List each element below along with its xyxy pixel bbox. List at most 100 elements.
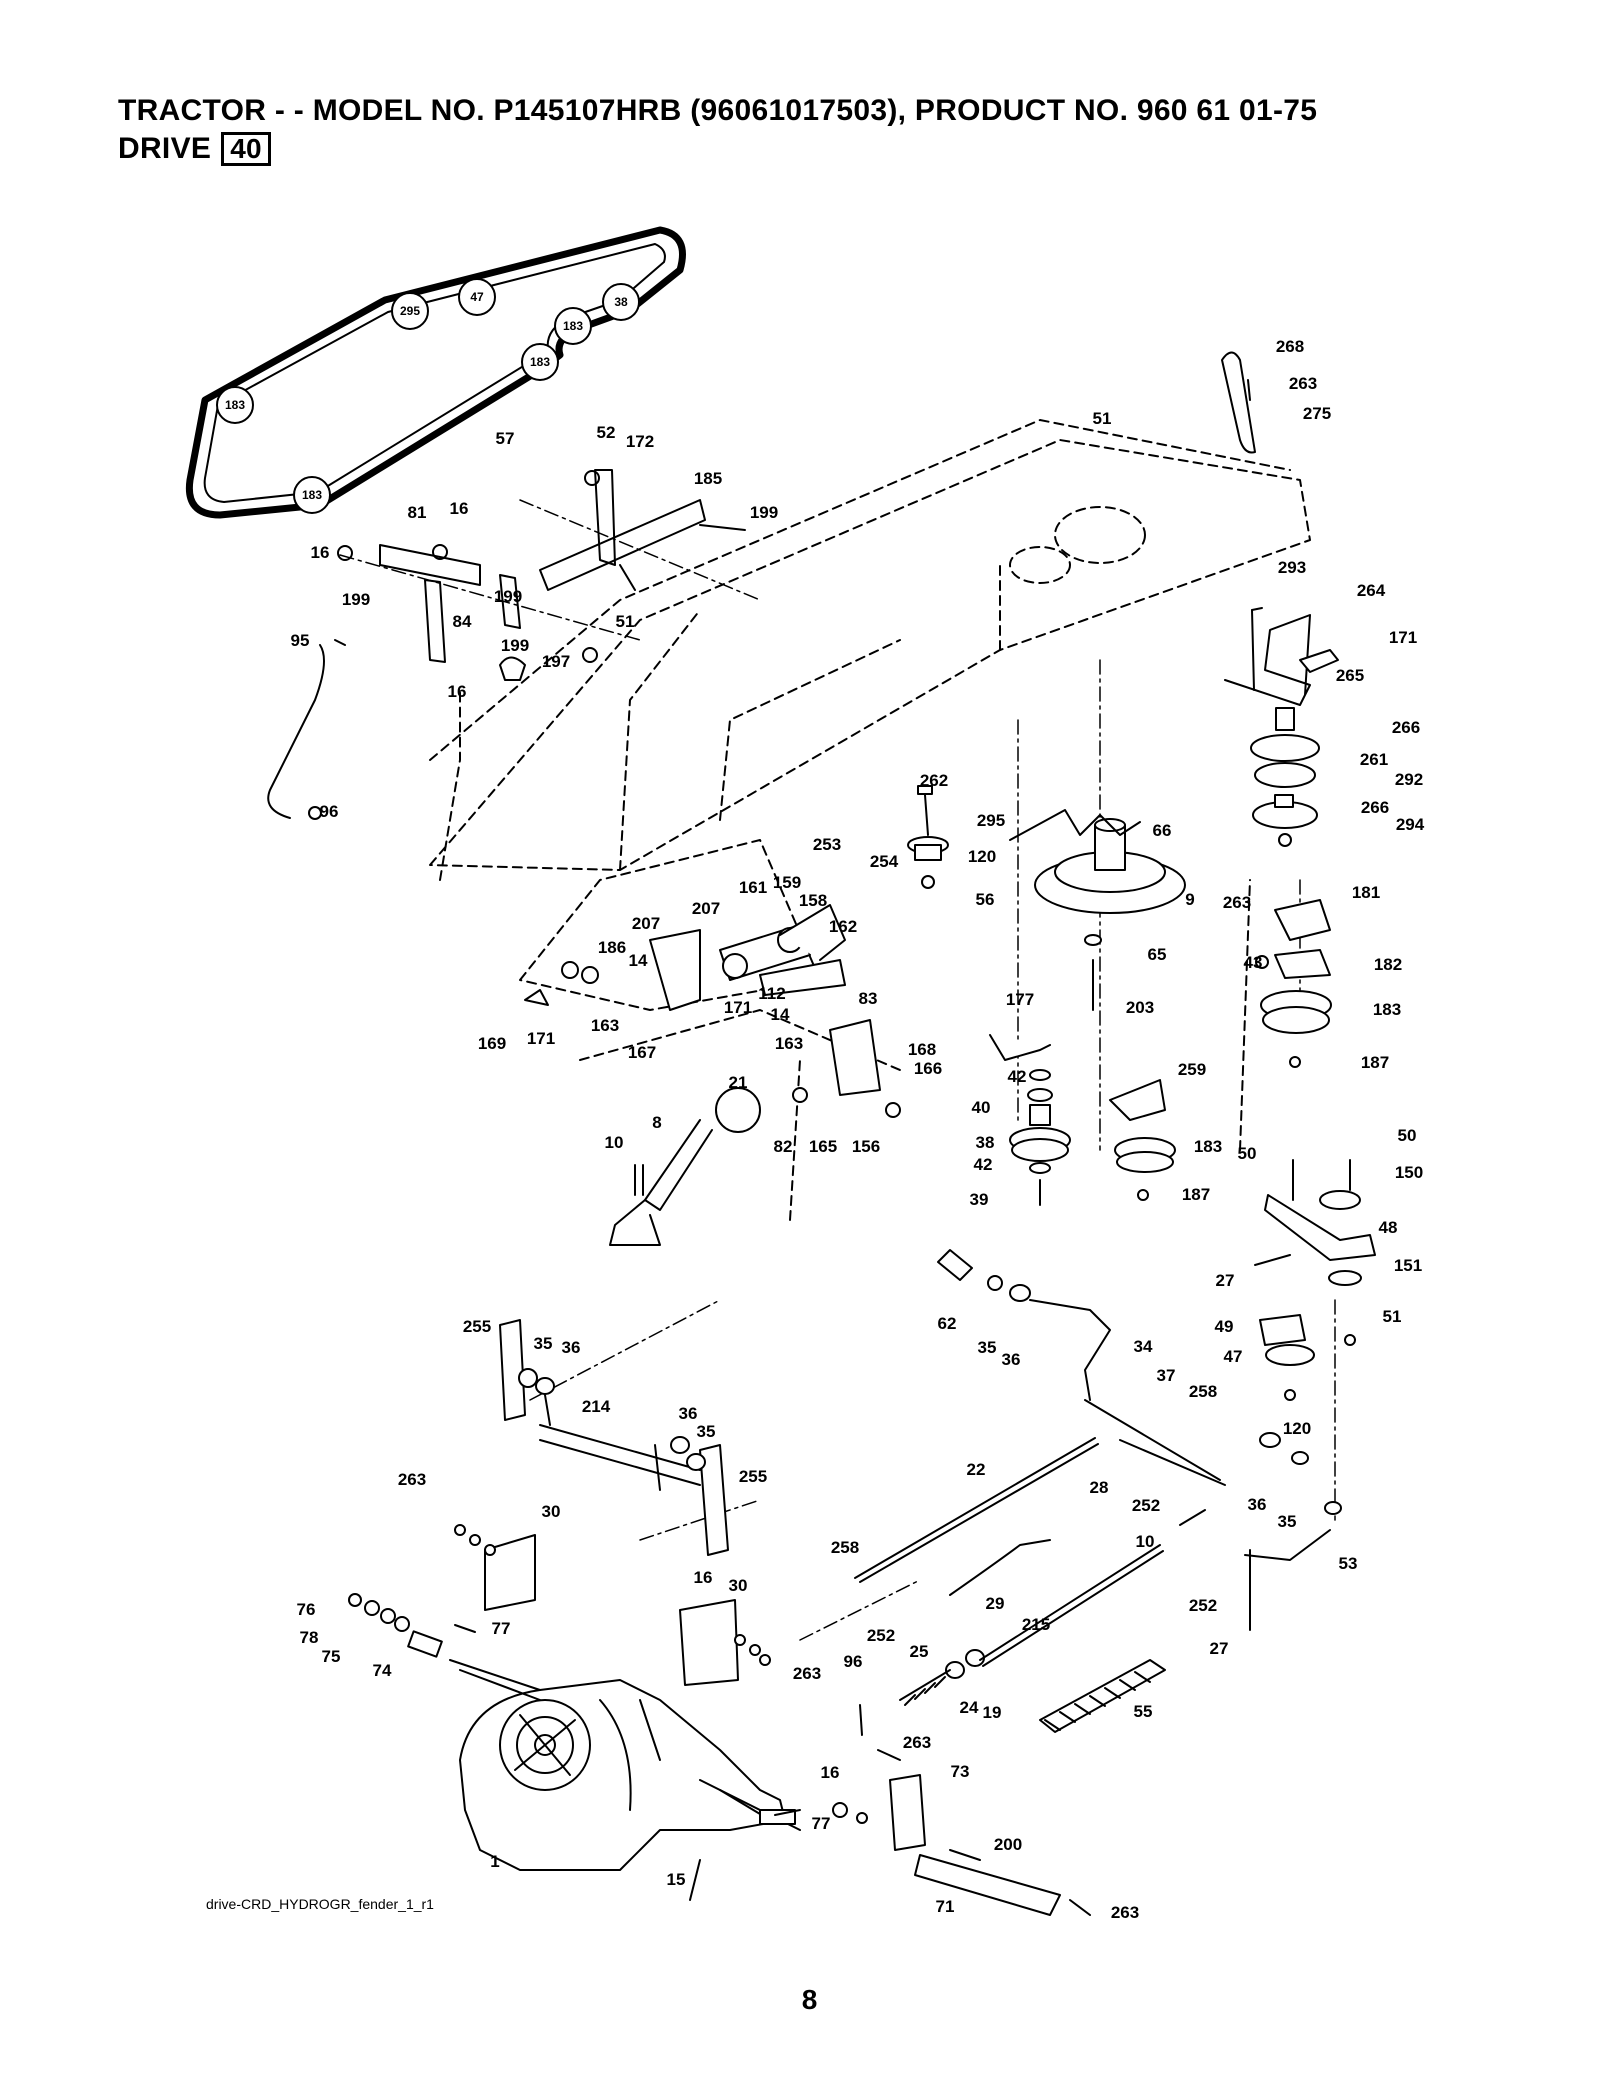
part-callout-263: 263 (1289, 374, 1317, 393)
part-callout-10: 10 (605, 1133, 624, 1152)
part-callout-8: 8 (652, 1113, 661, 1132)
pivot-assembly (524, 904, 901, 1133)
part-callout-96: 96 (844, 1652, 863, 1671)
part-callout-42: 42 (1008, 1067, 1027, 1086)
drawing-reference: drive-CRD_HYDROGR_fender_1_r1 (206, 1896, 434, 1912)
mounting-brackets (454, 1524, 771, 1686)
part-callout-48: 48 (1379, 1218, 1398, 1237)
part-callout-254: 254 (870, 852, 899, 871)
part-callout-163: 163 (591, 1016, 619, 1035)
part-callout-36: 36 (1002, 1350, 1021, 1369)
part-callout-19: 19 (983, 1703, 1002, 1722)
part-callout-47: 47 (1224, 1347, 1243, 1366)
part-callout-183: 183 (1373, 1000, 1401, 1019)
part-callout-295: 295 (977, 811, 1005, 830)
drive-belt (185, 226, 686, 519)
part-callout-66: 66 (1153, 821, 1172, 840)
part-callout-207: 207 (692, 899, 720, 918)
part-callout-161: 161 (739, 878, 767, 897)
part-callout-36: 36 (679, 1404, 698, 1423)
part-callout-186: 186 (598, 938, 626, 957)
part-callout-16: 16 (450, 499, 469, 518)
part-callout-40: 40 (972, 1098, 991, 1117)
part-callout-263: 263 (398, 1470, 426, 1489)
part-callout-258: 258 (1189, 1382, 1217, 1401)
part-callout-293: 293 (1278, 558, 1306, 577)
part-callout-166: 166 (914, 1059, 942, 1078)
section-name: DRIVE (118, 132, 212, 165)
part-callout-16: 16 (311, 543, 330, 562)
idler-bracket-259 (1109, 1079, 1176, 1201)
part-callout-52: 52 (597, 423, 616, 442)
part-callout-182: 182 (1374, 955, 1402, 974)
page-header: TRACTOR - - MODEL NO. P145107HRB (960610… (118, 92, 1518, 168)
part-callout-43: 43 (1244, 953, 1263, 972)
part-callout-253: 253 (813, 835, 841, 854)
part-callout-50: 50 (1238, 1144, 1257, 1163)
part-callout-263: 263 (1111, 1903, 1139, 1922)
part-callout-255: 255 (739, 1467, 767, 1486)
part-callout-159: 159 (773, 873, 801, 892)
belt-pulley-label: 38 (614, 295, 628, 309)
part-callout-171: 171 (724, 998, 752, 1017)
part-callout-37: 37 (1157, 1366, 1176, 1385)
part-callout-167: 167 (628, 1043, 656, 1062)
part-callout-197: 197 (542, 652, 570, 671)
part-callout-156: 156 (852, 1137, 880, 1156)
part-callout-150: 150 (1395, 1163, 1423, 1182)
part-callout-268: 268 (1276, 337, 1304, 356)
part-callout-35: 35 (1278, 1512, 1297, 1531)
brake-bracket-assembly (1254, 1159, 1376, 1401)
part-callout-73: 73 (951, 1762, 970, 1781)
belt-pulley-group (216, 278, 640, 514)
part-callout-294: 294 (1396, 815, 1425, 834)
part-callout-120: 120 (1283, 1419, 1311, 1438)
part-callout-77: 77 (492, 1619, 511, 1638)
shift-lever (609, 1119, 713, 1246)
part-callout-14: 14 (629, 951, 648, 970)
part-callout-96: 96 (320, 802, 339, 821)
clutch-rod (937, 1249, 1226, 1486)
part-callout-214: 214 (582, 1397, 611, 1416)
part-callout-181: 181 (1352, 883, 1380, 902)
part-callout-39: 39 (970, 1190, 989, 1209)
control-cable (267, 639, 346, 820)
idler-shaft-stack (989, 1034, 1071, 1206)
part-callout-255: 255 (463, 1317, 491, 1336)
part-callout-200: 200 (994, 1835, 1022, 1854)
part-callout-177: 177 (1006, 990, 1034, 1009)
part-callout-263: 263 (1223, 893, 1251, 912)
part-callout-10: 10 (1136, 1532, 1155, 1551)
part-callout-74: 74 (373, 1661, 392, 1680)
main-drive-pulley (1034, 818, 1186, 1011)
part-callout-82: 82 (774, 1137, 793, 1156)
part-callout-62: 62 (938, 1314, 957, 1333)
part-callout-203: 203 (1126, 998, 1154, 1017)
part-callout-57: 57 (496, 429, 515, 448)
part-callout-171: 171 (1389, 628, 1417, 647)
part-callout-199: 199 (750, 503, 778, 522)
part-callout-36: 36 (1248, 1495, 1267, 1514)
tractor-frame (429, 419, 1311, 1221)
part-callout-16: 16 (821, 1763, 840, 1782)
belt-pulley-label: 183 (225, 398, 245, 412)
belt-pulley-labels: 183 295 47 38 183 183 183 (225, 290, 628, 502)
part-callout-263: 263 (793, 1664, 821, 1683)
part-callout-75: 75 (322, 1647, 341, 1666)
part-callout-27: 27 (1210, 1639, 1229, 1658)
part-callout-199: 199 (501, 636, 529, 655)
pedal-bracket (774, 1749, 1091, 1916)
part-callout-65: 65 (1148, 945, 1167, 964)
axle-washers (348, 1593, 476, 1658)
part-callout-81: 81 (408, 503, 427, 522)
header-title: TRACTOR - - MODEL NO. P145107HRB (960610… (118, 94, 1318, 127)
belt-pulley-label: 183 (563, 319, 583, 333)
part-callout-76: 76 (297, 1600, 316, 1619)
part-callout-263: 263 (903, 1733, 931, 1752)
part-callout-77: 77 (812, 1814, 831, 1833)
part-callout-29: 29 (986, 1594, 1005, 1613)
belt-pulley-label: 295 (400, 304, 420, 318)
part-callout-1: 1 (490, 1852, 499, 1871)
